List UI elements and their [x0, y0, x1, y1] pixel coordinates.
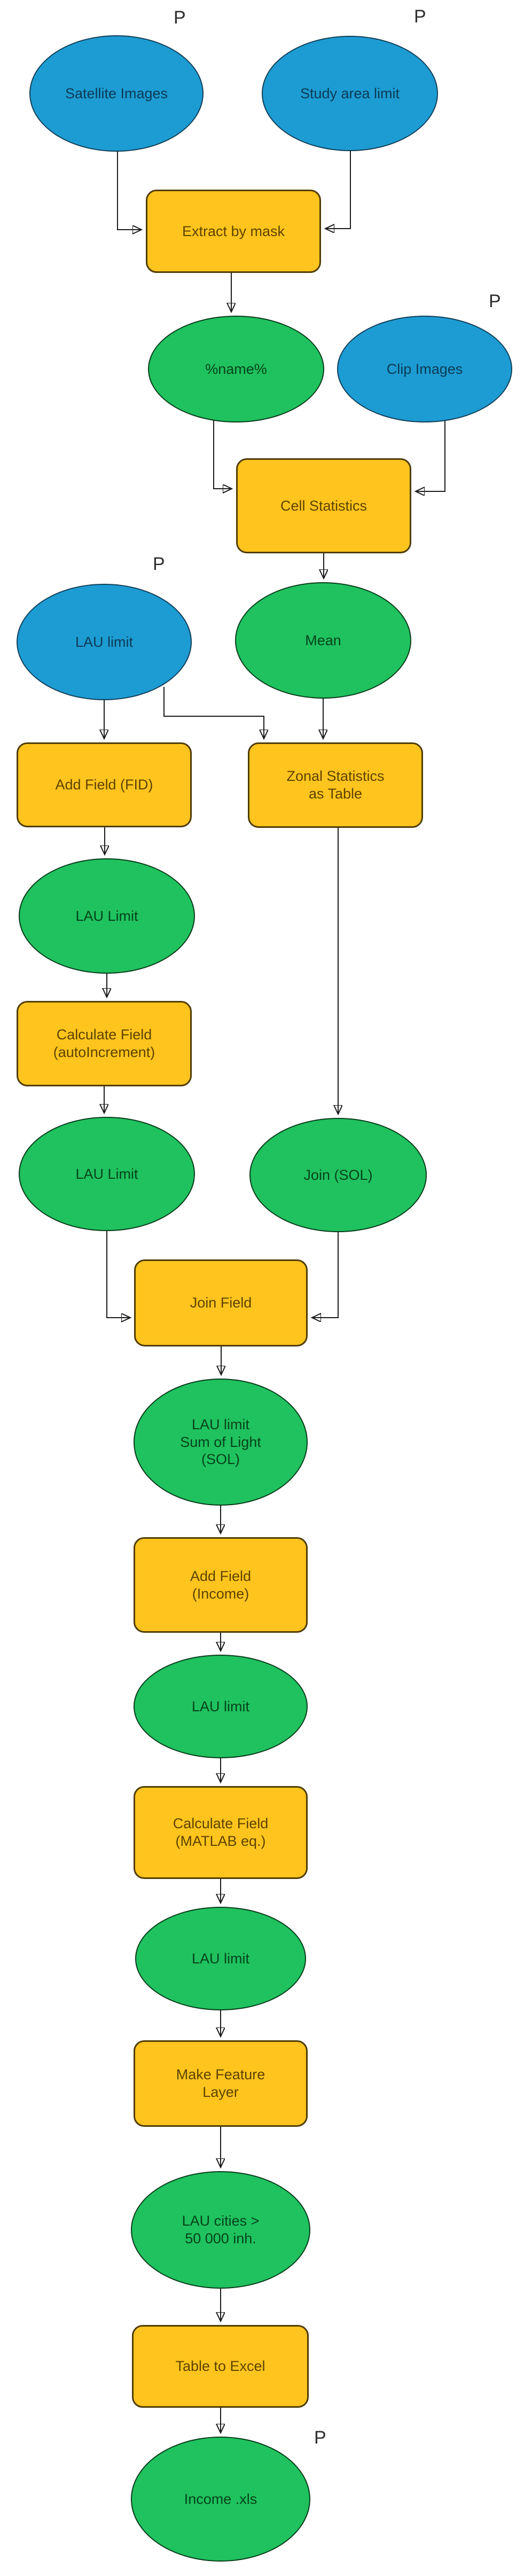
node-label: Satellite Images: [65, 85, 168, 101]
node-extract-by-mask: Extract by mask: [146, 190, 321, 273]
connector-studyarea-to-extract: [326, 151, 351, 229]
parameter-badge: P: [489, 291, 501, 311]
node-name-variable: %name%: [148, 316, 324, 422]
node-join-sol: Join (SOL): [249, 1118, 427, 1232]
node-label: Cell Statistics: [280, 497, 367, 514]
connector-laulimit-to-zonal: [163, 687, 264, 738]
node-label: %name%: [205, 361, 267, 377]
node-label: Income .xls: [184, 2491, 257, 2507]
node-calculate-field-autoincrement: Calculate Field (autoIncrement): [17, 1001, 192, 1086]
node-lau-limit-input: LAU limit: [17, 584, 192, 700]
connector-satellite-to-extract: [117, 152, 141, 230]
node-label: Add Field (Income): [190, 1568, 252, 1602]
node-label: LAU limit: [191, 1698, 249, 1714]
node-label: Mean: [305, 632, 341, 648]
node-label: Study area limit: [300, 85, 400, 101]
node-label: LAU limit Sum of Light (SOL): [180, 1416, 261, 1468]
node-satellite-images: Satellite Images: [29, 35, 204, 152]
parameter-badge: P: [153, 554, 165, 574]
node-label: Make Feature Layer: [176, 2066, 265, 2100]
connector-joinsol-to-joinfield: [312, 1232, 339, 1318]
node-study-area-limit: Study area limit: [262, 36, 438, 151]
node-label: LAU limit: [191, 1950, 249, 1967]
node-label: Zonal Statistics as Table: [286, 768, 385, 802]
node-label: Table to Excel: [175, 2358, 265, 2375]
node-label: Clip Images: [386, 361, 463, 377]
node-label: Calculate Field (MATLAB eq.): [173, 1815, 269, 1849]
node-lau-limit-sum-of-light: LAU limit Sum of Light (SOL): [134, 1379, 308, 1506]
node-lau-limit-calculated: LAU limit: [135, 1907, 306, 2010]
node-label: Add Field (FID): [55, 777, 153, 793]
node-mean: Mean: [235, 582, 411, 699]
parameter-badge: P: [414, 6, 426, 27]
node-calculate-field-matlab: Calculate Field (MATLAB eq.): [134, 1786, 308, 1879]
node-label: Join (SOL): [303, 1166, 373, 1183]
node-lau-limit-income: LAU limit: [134, 1655, 308, 1758]
node-label: LAU Limit: [75, 907, 138, 924]
parameter-badge: P: [314, 2428, 326, 2448]
node-lau-limit-fid: LAU Limit: [19, 858, 195, 974]
node-table-to-excel: Table to Excel: [132, 2325, 309, 2408]
node-zonal-statistics-as-table: Zonal Statistics as Table: [248, 742, 423, 828]
node-cell-statistics: Cell Statistics: [236, 458, 411, 553]
node-clip-images: Clip Images: [337, 316, 512, 422]
node-income-xls: Income .xls: [131, 2437, 310, 2562]
node-label: LAU Limit: [75, 1165, 138, 1182]
connector-clip-to-cellstats: [416, 419, 445, 491]
node-make-feature-layer: Make Feature Layer: [134, 2040, 308, 2127]
node-label: LAU cities > 50 000 inh.: [182, 2213, 260, 2246]
node-add-field-income: Add Field (Income): [134, 1537, 308, 1633]
node-add-field-fid: Add Field (FID): [17, 742, 192, 827]
connector-laulimit2-to-joinfield: [106, 1231, 130, 1318]
node-label: Join Field: [190, 1295, 252, 1311]
node-lau-cities: LAU cities > 50 000 inh.: [131, 2171, 310, 2289]
connector-name-to-cellstats: [213, 420, 231, 489]
node-lau-limit-autoincrement: LAU Limit: [19, 1117, 195, 1231]
node-label: Calculate Field (autoIncrement): [53, 1027, 155, 1060]
node-label: Extract by mask: [182, 223, 285, 239]
node-label: LAU limit: [75, 633, 133, 650]
parameter-badge: P: [174, 7, 186, 28]
node-join-field: Join Field: [134, 1259, 308, 1346]
